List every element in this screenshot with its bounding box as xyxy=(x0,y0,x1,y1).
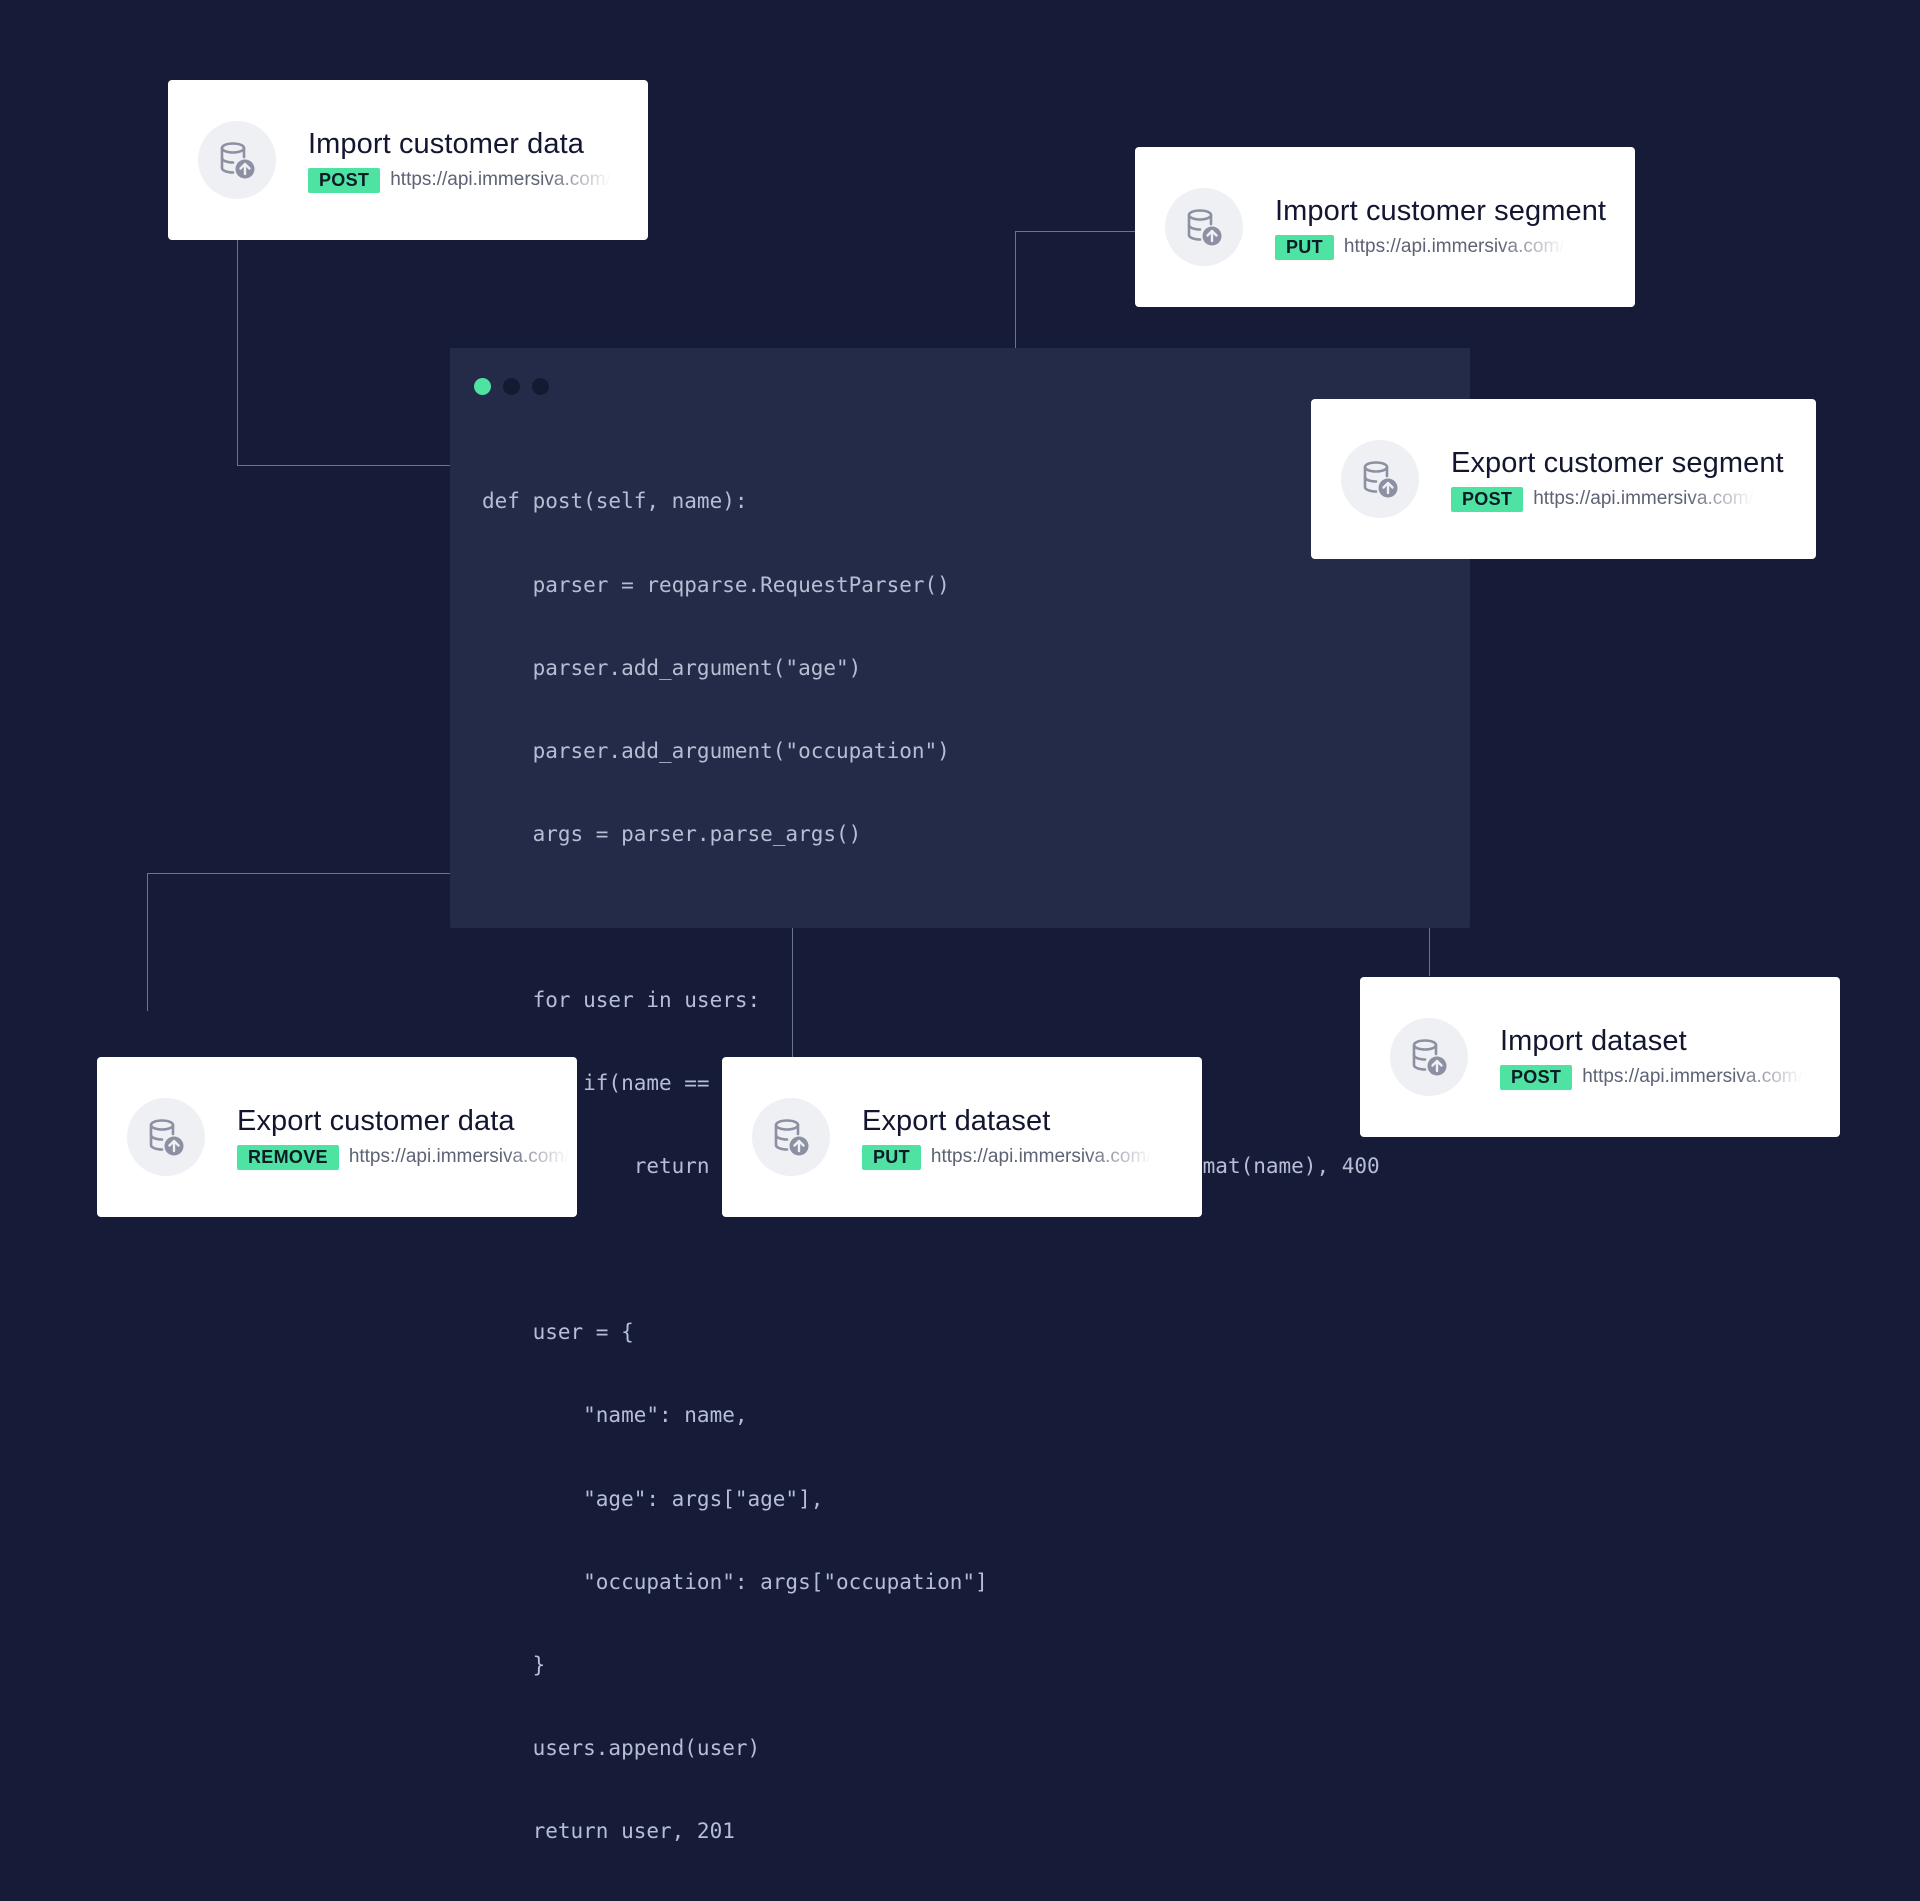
endpoint-title: Export dataset xyxy=(862,1104,1051,1137)
endpoint-card-export-customer-data[interactable]: Export customer data REMOVE https://api.… xyxy=(97,1057,577,1217)
database-upload-icon xyxy=(1390,1018,1468,1096)
endpoint-url[interactable]: https://api.immersiva.com/ xyxy=(1343,236,1565,257)
http-method-badge: PUT xyxy=(1275,234,1334,260)
endpoint-url[interactable]: https://api.immersiva.com/ xyxy=(1533,488,1754,509)
endpoint-title: Import dataset xyxy=(1500,1024,1687,1057)
code-line: parser.add_argument("occupation") xyxy=(482,738,950,763)
window-dot[interactable] xyxy=(532,378,549,395)
endpoint-title: Export customer data xyxy=(237,1104,515,1137)
code-line: for user in users: xyxy=(482,987,761,1012)
database-upload-icon xyxy=(1341,440,1419,518)
code-line: parser = reqparse.RequestParser() xyxy=(482,572,950,597)
connector-line xyxy=(237,240,451,466)
code-line: } xyxy=(482,1652,546,1677)
connector-line xyxy=(147,873,451,1011)
endpoint-card-export-customer-segment[interactable]: Export customer segment POST https://api… xyxy=(1311,399,1816,559)
window-controls xyxy=(474,378,1470,395)
endpoint-title: Import customer segment xyxy=(1275,194,1607,227)
endpoint-url[interactable]: https://api.immersiva.com/ xyxy=(348,1146,570,1167)
endpoint-card-import-dataset[interactable]: Import dataset POST https://api.immersiv… xyxy=(1360,977,1840,1137)
endpoint-url[interactable]: https://api.immersiva.com/ xyxy=(390,169,611,190)
code-line: "age": args["age"], xyxy=(482,1486,824,1511)
endpoint-card-import-customer-data[interactable]: Import customer data POST https://api.im… xyxy=(168,80,648,240)
code-line xyxy=(482,1236,1470,1264)
endpoint-title: Export customer segment xyxy=(1451,446,1784,479)
http-method-badge: POST xyxy=(1451,486,1524,512)
code-line: "name": name, xyxy=(482,1403,748,1428)
http-method-badge: PUT xyxy=(862,1144,921,1170)
http-method-badge: REMOVE xyxy=(237,1144,339,1170)
database-upload-icon xyxy=(752,1098,830,1176)
code-editor-window: def post(self, name): parser = reqparse.… xyxy=(450,348,1470,1843)
code-line: user = { xyxy=(482,1320,634,1345)
connector-line xyxy=(792,928,793,1058)
http-method-badge: POST xyxy=(308,167,381,193)
window-dot-active[interactable] xyxy=(474,378,491,395)
endpoint-title: Import customer data xyxy=(308,127,584,160)
endpoint-card-export-dataset[interactable]: Export dataset PUT https://api.immersiva… xyxy=(722,1057,1202,1217)
endpoint-card-import-customer-segment[interactable]: Import customer segment PUT https://api.… xyxy=(1135,147,1635,307)
http-method-badge: POST xyxy=(1500,1064,1573,1090)
code-line: return user, 201 xyxy=(482,1818,735,1843)
database-upload-icon xyxy=(127,1098,205,1176)
code-line: "occupation": args["occupation"] xyxy=(482,1569,988,1594)
database-upload-icon xyxy=(1165,188,1243,266)
window-dot[interactable] xyxy=(503,378,520,395)
code-line: parser.add_argument("age") xyxy=(482,655,862,680)
connector-line xyxy=(1429,928,1430,976)
connector-line xyxy=(1015,231,1136,349)
code-line: args = parser.parse_args() xyxy=(482,821,862,846)
code-line: def post(self, name): xyxy=(482,489,748,514)
database-upload-icon xyxy=(198,121,276,199)
endpoint-url[interactable]: https://api.immersiva.com/ xyxy=(930,1146,1152,1167)
endpoint-url[interactable]: https://api.immersiva.com/ xyxy=(1582,1066,1803,1087)
code-line xyxy=(482,904,1470,932)
code-line: users.append(user) xyxy=(482,1735,761,1760)
